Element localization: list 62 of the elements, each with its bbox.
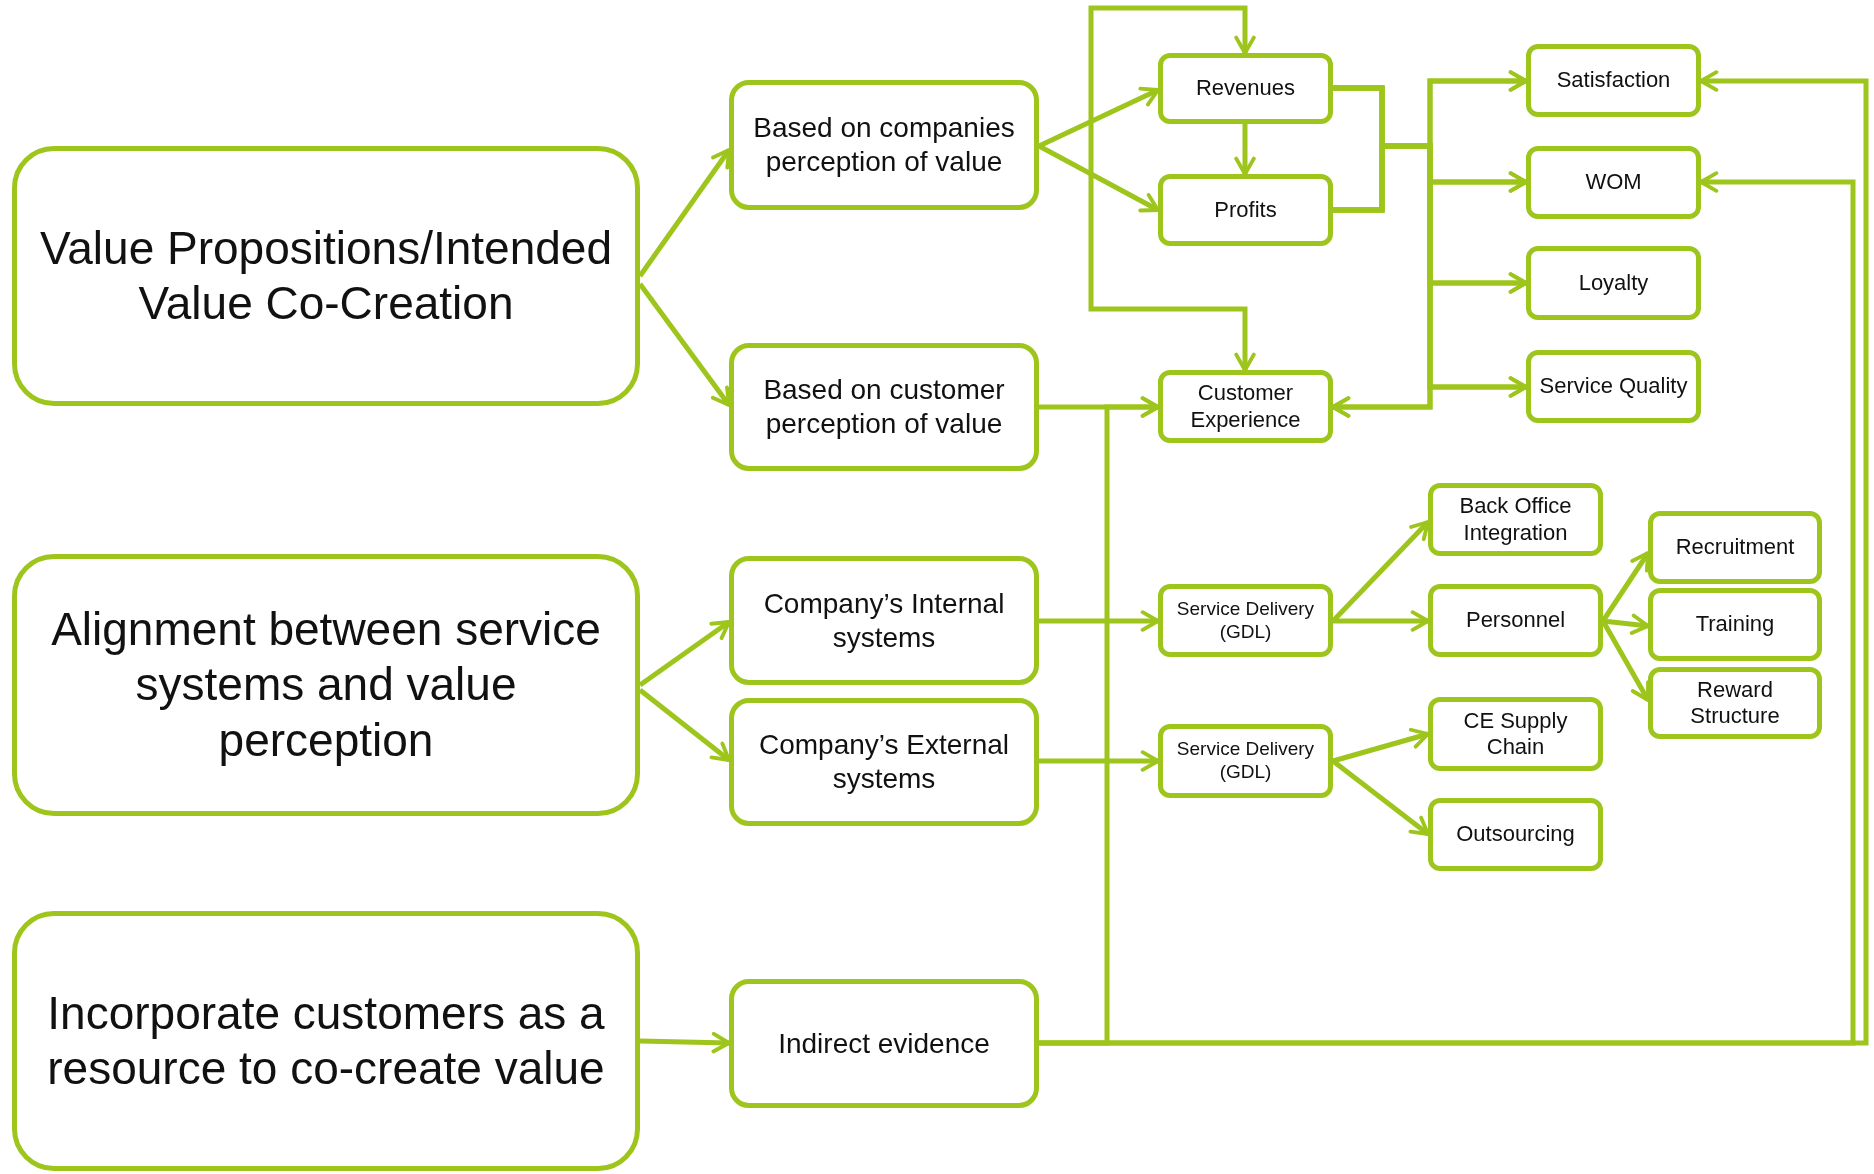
node-label: Indirect evidence bbox=[778, 1026, 990, 1061]
arrow bbox=[1088, 5, 1256, 372]
node-label: Service Quality bbox=[1539, 373, 1688, 400]
arrow bbox=[1037, 86, 1160, 149]
rounded-box bbox=[1428, 584, 1603, 657]
rounded-box bbox=[12, 911, 640, 1171]
rounded-box bbox=[1526, 350, 1701, 423]
rounded-box bbox=[12, 146, 640, 406]
node-label: Company’s External systems bbox=[757, 728, 1010, 796]
node-label: Loyalty bbox=[1578, 269, 1649, 297]
arrow bbox=[1332, 727, 1430, 764]
rounded-box bbox=[1526, 246, 1701, 320]
rounded-box bbox=[1158, 174, 1333, 246]
node-label: Customer Experience bbox=[1189, 380, 1302, 433]
node-label: Value Propositions/Intended Value Co-Creation bbox=[39, 220, 613, 331]
arrow bbox=[638, 688, 731, 762]
arrow bbox=[1039, 610, 1160, 632]
rounded-box bbox=[1648, 667, 1822, 739]
rounded-box bbox=[1428, 798, 1603, 871]
rounded-box bbox=[729, 556, 1039, 685]
arrow bbox=[638, 619, 731, 688]
arrow bbox=[638, 282, 731, 407]
arrow bbox=[1234, 124, 1256, 176]
node-label: Revenues bbox=[1195, 75, 1296, 102]
rounded-box bbox=[1158, 724, 1333, 798]
node-label: CE Supply Chain bbox=[1462, 707, 1569, 761]
node-label: Reward Structure bbox=[1689, 676, 1781, 730]
node-label: Personnel bbox=[1465, 607, 1566, 634]
arrow bbox=[1331, 143, 1433, 418]
node-label: Incorporate customers as a resource to co-create value bbox=[46, 985, 606, 1096]
rounded-box bbox=[1526, 146, 1701, 219]
node-label: Training bbox=[1695, 611, 1775, 638]
node-label: Outsourcing bbox=[1456, 821, 1575, 848]
rounded-box bbox=[12, 554, 640, 816]
node-label: Back Office Integration bbox=[1458, 493, 1573, 546]
rounded-box bbox=[729, 343, 1039, 471]
rounded-box bbox=[1158, 53, 1333, 124]
node-label: Service Delivery (GDL) bbox=[1175, 597, 1316, 644]
arrow bbox=[639, 1031, 731, 1054]
rounded-box bbox=[1526, 44, 1701, 117]
rounded-box bbox=[1428, 697, 1603, 771]
node-label: Based on companies perception of value bbox=[752, 111, 1016, 179]
node-label: Service Delivery (GDL) bbox=[1175, 738, 1316, 784]
rounded-box bbox=[1158, 370, 1333, 443]
rounded-box bbox=[1648, 588, 1822, 661]
node-label: Recruitment bbox=[1675, 534, 1795, 561]
rounded-box bbox=[729, 80, 1039, 210]
rounded-box bbox=[1428, 483, 1603, 556]
arrow bbox=[1037, 143, 1160, 213]
node-label: Profits bbox=[1214, 196, 1277, 224]
node-label: Based on customer perception of value bbox=[762, 373, 1006, 441]
rounded-box bbox=[729, 979, 1039, 1108]
arrow bbox=[1333, 610, 1430, 632]
arrow bbox=[1331, 759, 1430, 836]
arrow bbox=[1039, 750, 1160, 772]
rounded-box bbox=[1158, 584, 1333, 657]
node-label: WOM bbox=[1585, 169, 1642, 196]
node-label: Company’s Internal systems bbox=[762, 586, 1006, 655]
rounded-box bbox=[1648, 511, 1822, 584]
rounded-box bbox=[729, 698, 1039, 826]
node-label: Satisfaction bbox=[1556, 67, 1671, 94]
node-label: Alignment between service systems and value perception bbox=[50, 602, 602, 768]
